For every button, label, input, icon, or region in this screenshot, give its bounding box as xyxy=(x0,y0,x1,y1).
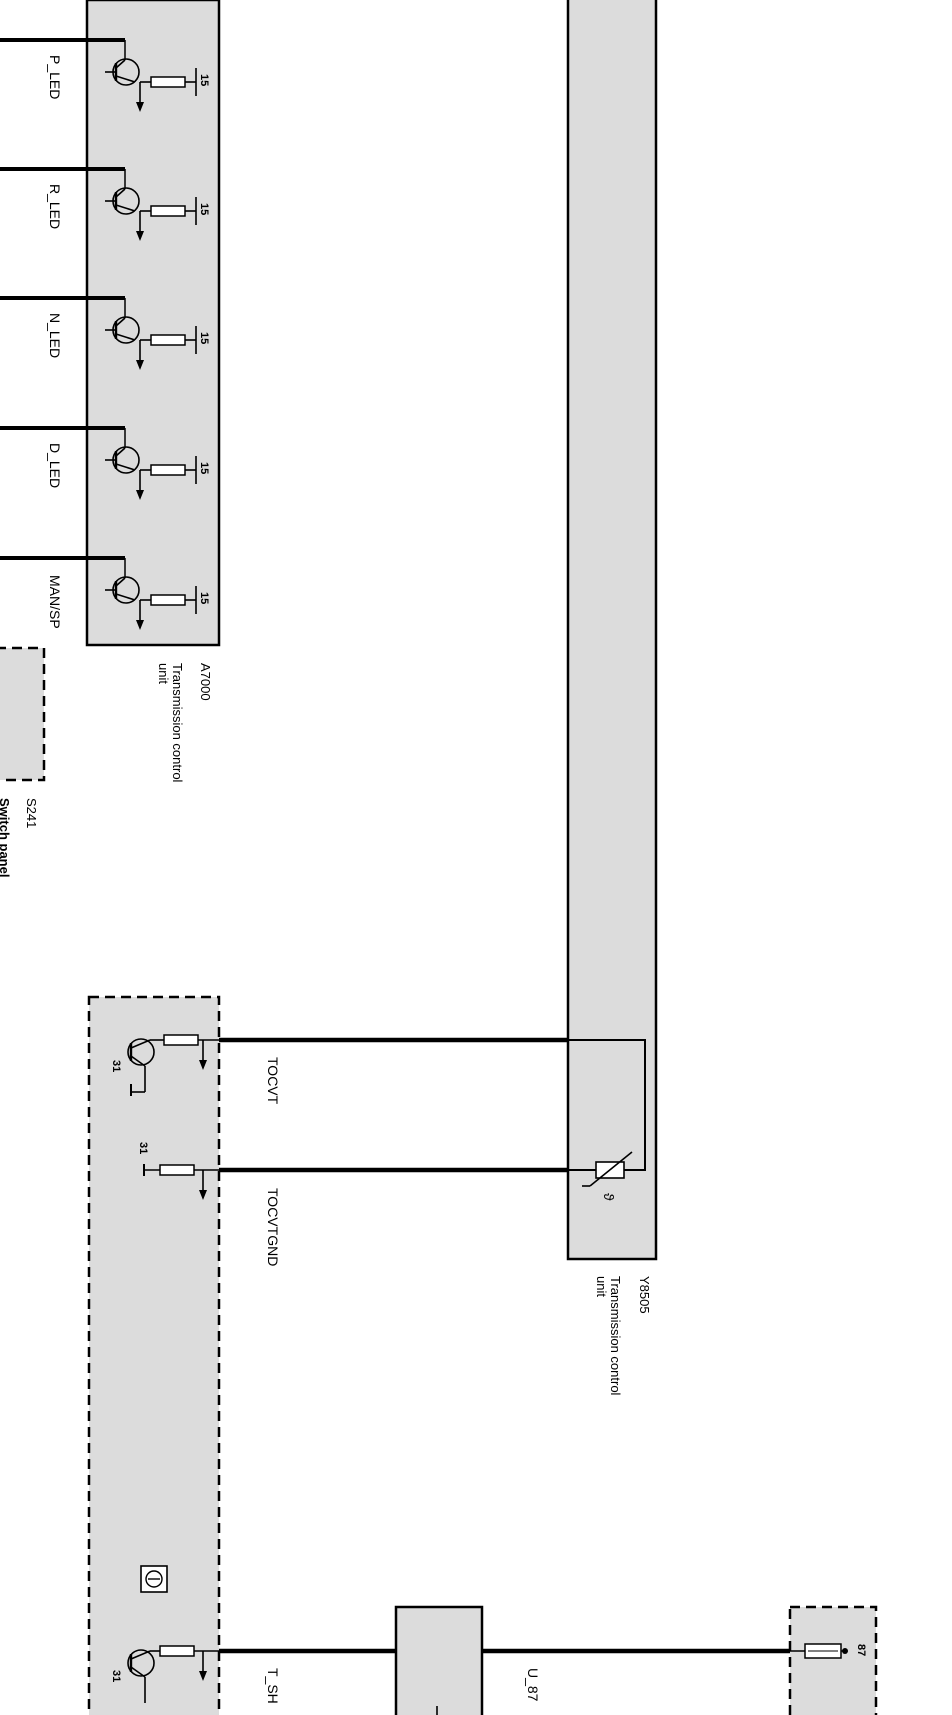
thermistor-loop xyxy=(568,1039,646,1171)
a7000-name-line1: Transmission control xyxy=(170,663,185,783)
fuse-module-box xyxy=(788,1605,878,1715)
wire-label-tocvt: TOCVT xyxy=(265,1057,281,1105)
tocvt-row: 31 xyxy=(110,1034,568,1096)
ground-pin-label: 31 xyxy=(137,1142,149,1154)
s241-name: Switch panel xyxy=(0,798,12,877)
pin-label: 15 xyxy=(198,332,210,344)
ground-arrow-icon xyxy=(199,1060,207,1070)
wire-label-tsh: T_SH xyxy=(265,1668,281,1704)
signal-label-r: R_LED xyxy=(47,184,63,229)
a7000-lower-module-box xyxy=(87,995,221,1715)
pin-label: 15 xyxy=(198,74,210,86)
a7000-name-line2: unit xyxy=(156,663,171,684)
pin-label: 15 xyxy=(198,462,210,474)
transistor-icon xyxy=(127,1038,155,1066)
signal-label-p: P_LED xyxy=(47,55,63,99)
tsh-row: 31 xyxy=(110,1645,396,1703)
y8505-module-box xyxy=(566,0,658,1261)
fuse-pin-label: 87 xyxy=(855,1644,867,1656)
a7000-module-box xyxy=(85,0,221,647)
thermistor-icon: ϑ xyxy=(568,1151,633,1201)
theta-symbol: ϑ xyxy=(601,1193,617,1201)
y8505-code: Y8505 xyxy=(637,1276,652,1314)
connector-box xyxy=(394,1605,484,1715)
transistor-icon xyxy=(127,1649,155,1677)
relay-icon xyxy=(140,1565,168,1593)
signal-label-n: N_LED xyxy=(47,313,63,358)
y8505-name-line1: Transmission control xyxy=(608,1276,623,1396)
fuse-icon xyxy=(790,1643,848,1659)
wire-label-u87: U_87 xyxy=(525,1668,541,1702)
wire-label-tocvtgnd: TOCVTGND xyxy=(265,1188,281,1266)
ground-pin-label: 31 xyxy=(110,1670,122,1682)
y8505-name-line2: unit xyxy=(594,1276,609,1297)
s241-module-box xyxy=(0,646,46,782)
signal-label-man: MAN/SP xyxy=(47,575,63,629)
pin-label: 15 xyxy=(198,592,210,604)
ground-arrow-icon xyxy=(199,1190,207,1200)
tocvtgnd-row: 31 xyxy=(137,1142,568,1200)
signal-label-d: D_LED xyxy=(47,443,63,488)
pin-label: 15 xyxy=(198,203,210,215)
a7000-code: A7000 xyxy=(198,663,213,701)
resistor-icon xyxy=(159,1164,195,1176)
s241-code: S241 xyxy=(24,798,39,828)
ground-pin-label: 31 xyxy=(110,1060,122,1072)
ground-arrow-icon xyxy=(199,1671,207,1681)
